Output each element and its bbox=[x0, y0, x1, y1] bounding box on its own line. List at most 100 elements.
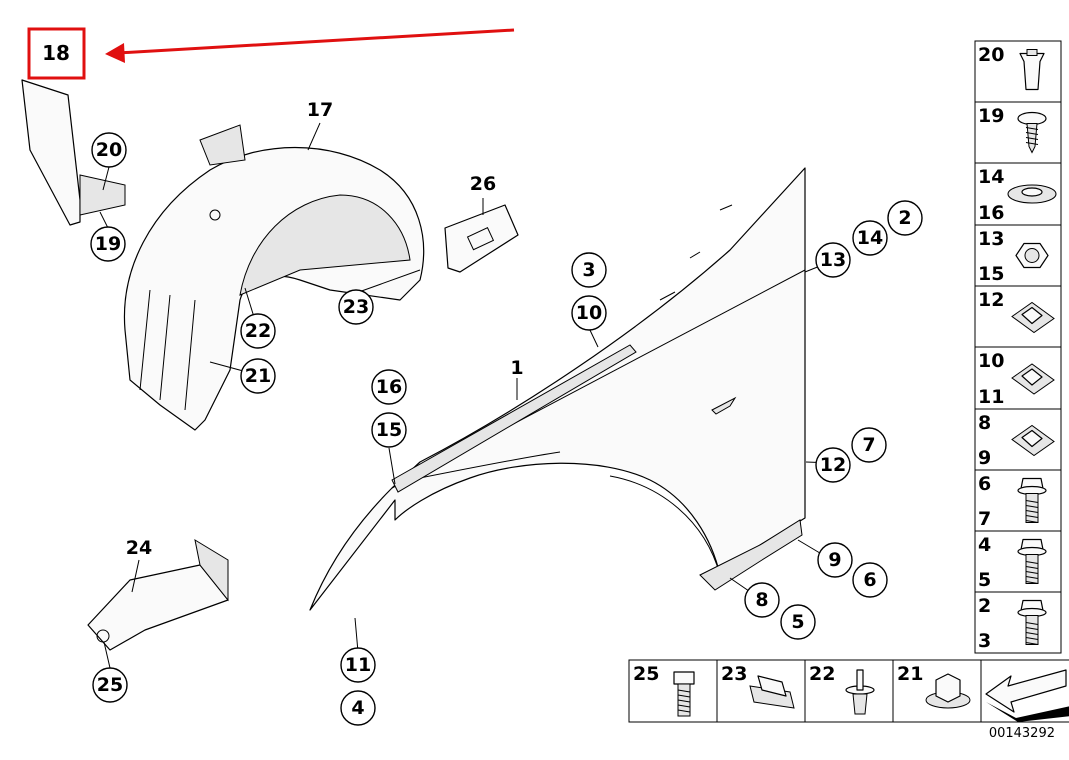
flange-bolt-icon bbox=[1017, 477, 1047, 523]
callout-label: 12 bbox=[820, 454, 846, 476]
callout-3: 3 bbox=[571, 252, 607, 288]
callout-21: 21 bbox=[240, 358, 276, 394]
callout-25: 25 bbox=[92, 667, 128, 703]
hex-bolt-icon bbox=[673, 671, 695, 717]
fastener-panel-25: 25 bbox=[628, 659, 718, 723]
flange-bolt-icon bbox=[1017, 538, 1047, 584]
callout-22: 22 bbox=[240, 313, 276, 349]
panel-label: 22 bbox=[809, 663, 835, 685]
callout-11: 11 bbox=[340, 647, 376, 683]
fastener-panel-arrow bbox=[980, 659, 1069, 723]
panel-label: 4 bbox=[978, 534, 991, 556]
callout-label: 20 bbox=[96, 139, 122, 161]
highlight-box bbox=[27, 27, 86, 80]
callout-label: 22 bbox=[245, 320, 271, 342]
callout-label: 5 bbox=[791, 611, 804, 633]
panel-label: 10 bbox=[978, 350, 1004, 372]
callout-label: 10 bbox=[576, 302, 602, 324]
panel-label: 8 bbox=[978, 412, 991, 434]
fastener-panel-8-9: 89 bbox=[974, 408, 1062, 471]
fastener-panel-6-7: 67 bbox=[974, 469, 1062, 532]
plastic-expanding-nut-icon bbox=[1019, 49, 1045, 91]
callout-9: 9 bbox=[817, 542, 853, 578]
callout-label: 9 bbox=[828, 549, 841, 571]
washer-icon bbox=[1007, 184, 1057, 204]
callout-label: 7 bbox=[862, 434, 875, 456]
callout-1: 1 bbox=[510, 357, 523, 379]
callout-13: 13 bbox=[815, 242, 851, 278]
fastener-panel-12: 12 bbox=[974, 285, 1062, 348]
clip-nut-icon bbox=[1011, 363, 1055, 395]
leader-lines bbox=[99, 122, 836, 669]
callout-label: 19 bbox=[95, 233, 121, 255]
panel-label: 13 bbox=[978, 228, 1004, 250]
callout-label: 26 bbox=[470, 173, 496, 195]
fastener-panel-2-3: 23 bbox=[974, 591, 1062, 654]
callout-24: 24 bbox=[126, 537, 152, 559]
callout-10: 10 bbox=[571, 295, 607, 331]
panel-label: 2 bbox=[978, 595, 991, 617]
panel-label: 3 bbox=[978, 630, 991, 652]
fastener-panel-4-5: 45 bbox=[974, 530, 1062, 593]
wheel-arch-liner-part bbox=[123, 124, 425, 431]
tapping-screw-icon bbox=[1017, 111, 1047, 154]
callout-label: 17 bbox=[307, 99, 333, 121]
callout-23: 23 bbox=[338, 289, 374, 325]
arrow-pointer-icon bbox=[985, 669, 1069, 722]
panel-label: 20 bbox=[978, 44, 1004, 66]
highlight-label: 18 bbox=[42, 41, 70, 65]
panel-label: 14 bbox=[978, 166, 1004, 188]
callout-6: 6 bbox=[852, 562, 888, 598]
panel-label: 15 bbox=[978, 263, 1004, 285]
highlight-arrow-head bbox=[105, 43, 125, 63]
callout-14: 14 bbox=[852, 220, 888, 256]
panel-label: 19 bbox=[978, 105, 1004, 127]
bracket-part-18 bbox=[21, 79, 126, 226]
callout-17: 17 bbox=[307, 99, 333, 121]
callout-label: 4 bbox=[351, 697, 364, 719]
panel-label: 25 bbox=[633, 663, 659, 685]
callout-16: 16 bbox=[371, 369, 407, 405]
callout-label: 11 bbox=[345, 654, 371, 676]
cover-plate-part-26 bbox=[444, 204, 519, 273]
clip-nut-icon bbox=[1011, 424, 1055, 457]
collar-nut-icon bbox=[925, 673, 971, 709]
expanding-rivet-icon bbox=[845, 669, 875, 715]
diagram-id: 00143292 bbox=[989, 726, 1055, 741]
callout-26: 26 bbox=[470, 173, 496, 195]
panel-label: 12 bbox=[978, 289, 1004, 311]
callout-label: 8 bbox=[755, 589, 768, 611]
highlight-arrow-line bbox=[117, 28, 515, 55]
fastener-panel-22: 22 bbox=[804, 659, 894, 723]
callout-label: 15 bbox=[376, 419, 402, 441]
spring-nut-icon bbox=[749, 675, 795, 709]
callout-15: 15 bbox=[371, 412, 407, 448]
callout-label: 2 bbox=[898, 207, 911, 229]
fastener-panel-21: 21 bbox=[892, 659, 982, 723]
callout-label: 1 bbox=[510, 357, 523, 379]
callout-label: 24 bbox=[126, 537, 152, 559]
callout-19: 19 bbox=[90, 226, 126, 262]
panel-label: 21 bbox=[897, 663, 923, 685]
panel-label: 9 bbox=[978, 447, 991, 469]
callout-2: 2 bbox=[887, 200, 923, 236]
callout-20: 20 bbox=[91, 132, 127, 168]
hex-nut-icon bbox=[1015, 242, 1049, 269]
flange-bolt-icon bbox=[1017, 599, 1047, 645]
callout-label: 16 bbox=[376, 376, 402, 398]
callout-label: 6 bbox=[863, 569, 876, 591]
fastener-panel-row: 25 23 22 21 bbox=[628, 659, 1069, 723]
clip-nut-icon bbox=[1011, 301, 1055, 334]
panel-label: 23 bbox=[721, 663, 747, 685]
bracket-part-24 bbox=[87, 538, 229, 651]
callout-5: 5 bbox=[780, 604, 816, 640]
callout-label: 3 bbox=[582, 259, 595, 281]
panel-label: 6 bbox=[978, 473, 991, 495]
callout-7: 7 bbox=[851, 427, 887, 463]
fastener-panel-20: 20 bbox=[974, 40, 1062, 103]
callout-8: 8 bbox=[744, 582, 780, 618]
